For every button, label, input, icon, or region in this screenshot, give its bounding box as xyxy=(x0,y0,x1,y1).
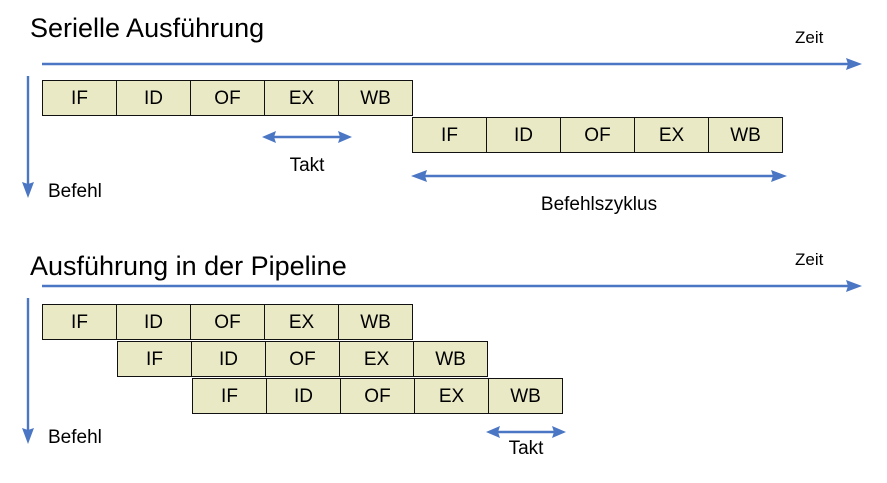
takt-measure-arrow-pipeline xyxy=(486,426,566,438)
page-title-pipeline: Ausführung in der Pipeline xyxy=(30,251,347,281)
stage-cell: ID xyxy=(116,80,191,116)
stage-cell: OF xyxy=(560,117,635,153)
panel-pipeline-execution: Ausführung in der Pipeline Zeit Befehl I… xyxy=(0,240,887,483)
stage-cell: WB xyxy=(338,304,413,340)
instruction-axis-label-serial: Befehl xyxy=(48,181,102,202)
stage-cell: IF xyxy=(192,378,267,414)
table-row: IF ID OF EX WB xyxy=(117,341,488,377)
time-axis-label-pipeline: Zeit xyxy=(795,250,824,269)
befehlszyklus-measure-arrow xyxy=(411,170,787,182)
stage-cell: EX xyxy=(339,341,414,377)
panel-serial-execution: Serielle Ausführung Zeit Befehl IF ID OF… xyxy=(0,0,887,240)
stage-cell: OF xyxy=(265,341,340,377)
stage-cell: OF xyxy=(340,378,415,414)
stage-cell: ID xyxy=(266,378,341,414)
stage-cell: WB xyxy=(413,341,488,377)
stage-cell: IF xyxy=(412,117,487,153)
instruction-axis-arrow-serial xyxy=(22,76,34,198)
instruction-axis-arrow-pipeline xyxy=(22,298,34,444)
stage-cell: IF xyxy=(117,341,192,377)
befehlszyklus-label: Befehlszyklus xyxy=(540,194,658,215)
stage-cell: ID xyxy=(486,117,561,153)
takt-label-serial: Takt xyxy=(289,155,325,176)
stage-cell: IF xyxy=(42,304,117,340)
table-row: IF ID OF EX WB xyxy=(192,378,563,414)
time-axis-label-serial: Zeit xyxy=(795,28,824,47)
stage-cell: EX xyxy=(414,378,489,414)
table-row: IF ID OF EX WB xyxy=(42,304,413,340)
time-axis-arrow-serial xyxy=(42,58,862,70)
time-axis-arrow-pipeline xyxy=(42,280,862,292)
stage-cell: OF xyxy=(190,304,265,340)
stage-cell: EX xyxy=(264,304,339,340)
takt-label-pipeline: Takt xyxy=(508,438,544,459)
stage-cell: EX xyxy=(264,80,339,116)
stage-cell: ID xyxy=(116,304,191,340)
page-title-serial: Serielle Ausführung xyxy=(30,13,265,43)
stage-cell: OF xyxy=(190,80,265,116)
stage-cell: EX xyxy=(634,117,709,153)
stage-cell: WB xyxy=(488,378,563,414)
takt-measure-arrow-serial xyxy=(262,131,352,143)
table-row: IF ID OF EX WB xyxy=(42,80,413,116)
table-row: IF ID OF EX WB xyxy=(412,117,783,153)
stage-cell: ID xyxy=(191,341,266,377)
stage-cell: WB xyxy=(338,80,413,116)
stage-cell: IF xyxy=(42,80,117,116)
instruction-axis-label-pipeline: Befehl xyxy=(48,427,102,448)
stage-cell: WB xyxy=(708,117,783,153)
